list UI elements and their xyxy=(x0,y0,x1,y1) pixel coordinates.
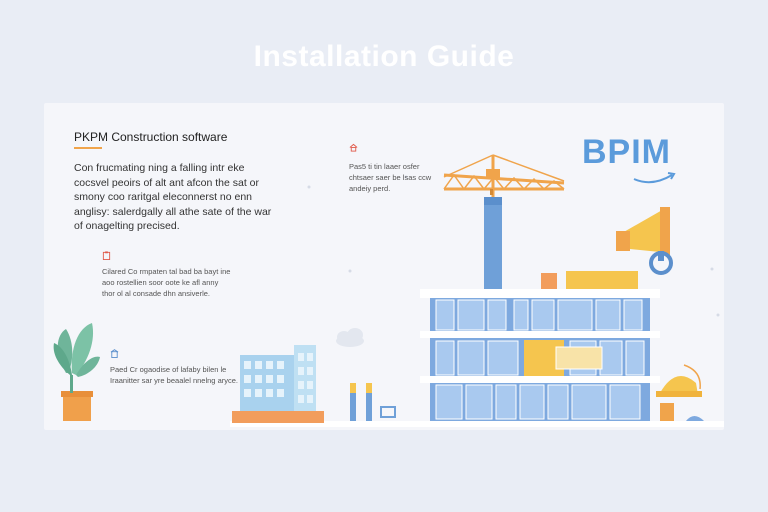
bpim-logo: BPIM xyxy=(582,133,671,171)
feature-text: Paed Cr ogaodise of lafaby bilen le Iraa… xyxy=(110,365,238,385)
home-icon xyxy=(349,143,358,152)
construction-post-icon xyxy=(350,383,396,421)
hard-hat-icon xyxy=(656,364,704,421)
feature-text: Pas5 ti tin laaer osfer chtsaer saer be … xyxy=(349,162,432,193)
feature-item: Paed Cr ogaodise of lafaby bilen le Iraa… xyxy=(110,349,240,386)
feature-item: Cilared Co rmpaten tal bad ba bayt ine a… xyxy=(102,251,232,299)
page-title: Installation Guide xyxy=(253,40,515,73)
tower-crane-icon xyxy=(443,154,565,293)
feature-item: Pas5 ti tin laaer osfer chtsaer saer be … xyxy=(349,143,439,194)
main-building-icon xyxy=(420,271,660,421)
potted-plant-icon xyxy=(53,323,100,421)
construction-illustration xyxy=(53,154,724,427)
logo-swoosh-icon xyxy=(633,174,673,184)
brand-title: PKPM Construction software xyxy=(74,130,228,144)
building-icon xyxy=(110,349,119,358)
office-building-icon xyxy=(232,345,324,423)
megaphone-icon xyxy=(616,207,673,275)
ground-strip xyxy=(230,421,724,427)
decorative-dots xyxy=(164,175,720,317)
feature-text: Cilared Co rmpaten tal bad ba bayt ine a… xyxy=(102,267,231,298)
illustration-panel: PKPM Construction software Con frucmatin… xyxy=(44,103,724,430)
cloud-icon xyxy=(336,328,364,347)
clipboard-icon xyxy=(102,251,111,260)
title-underline xyxy=(74,147,102,149)
intro-text: Con frucmating ning a falling intr eke c… xyxy=(74,162,272,232)
